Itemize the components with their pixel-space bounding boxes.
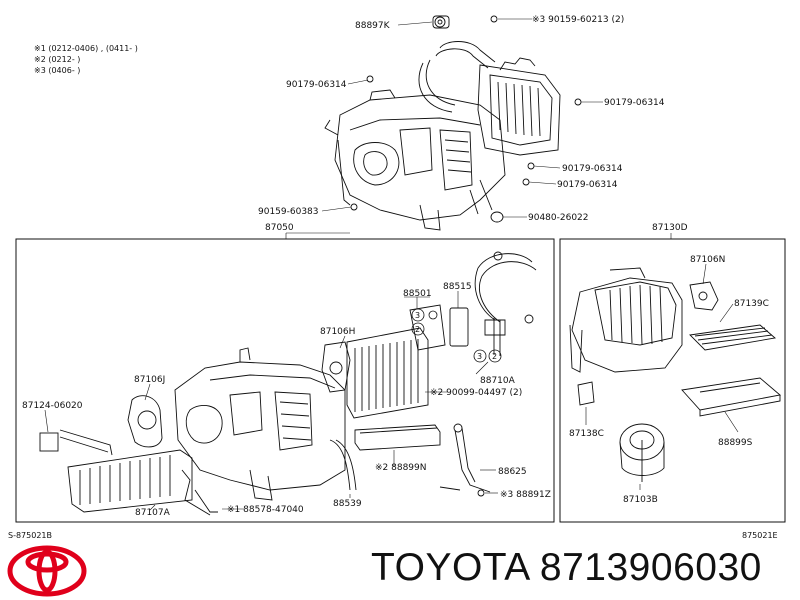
part-label-87139C: 87139C bbox=[734, 299, 769, 309]
top-hvac-assembly bbox=[324, 15, 582, 231]
brand-part-number: TOYOTA 8713906030 bbox=[371, 546, 762, 589]
box-87130D bbox=[559, 238, 786, 523]
part-label-90159-60383: 90159-60383 bbox=[258, 207, 319, 217]
part-label-90099-04497: ※2 90099-04497 (2) bbox=[430, 388, 522, 398]
part-label-87106N: 87106N bbox=[690, 255, 725, 265]
right-box-parts bbox=[569, 267, 782, 482]
part-label-88625: 88625 bbox=[498, 467, 527, 477]
part-label-90480-26022: 90480-26022 bbox=[528, 213, 589, 223]
drawing-code-left: S-875021B bbox=[8, 531, 52, 540]
legend-item-1: ※1 (0212-0406) , (0411- ) bbox=[34, 44, 138, 53]
part-label-88891Z: ※3 88891Z bbox=[500, 490, 551, 500]
part-label-88899S: 88899S bbox=[718, 438, 753, 448]
ref-num-3b: 3 bbox=[477, 352, 482, 361]
part-label-88710A: 88710A bbox=[480, 376, 516, 386]
part-label-87107A: 87107A bbox=[135, 508, 171, 518]
part-label-87130D: 87130D bbox=[652, 223, 688, 233]
drawing-code-right: 875021E bbox=[742, 531, 778, 540]
part-label-88515: 88515 bbox=[443, 282, 472, 292]
part-label-88897K: 88897K bbox=[355, 21, 391, 31]
legend-item-2: ※2 (0212- ) bbox=[34, 55, 80, 64]
part-label-90179-06314-a: 90179-06314 bbox=[286, 80, 347, 90]
legend-item-3: ※3 (0406- ) bbox=[34, 66, 80, 75]
left-leader-lines bbox=[44, 291, 498, 511]
part-label-88501: 88501 bbox=[403, 289, 432, 299]
ref-num-3: 3 bbox=[415, 311, 420, 320]
part-label-90179-06314-b: 90179-06314 bbox=[604, 98, 665, 108]
part-label-88578-47040: ※1 88578-47040 bbox=[227, 505, 304, 515]
ref-num-2b: 2 bbox=[492, 352, 497, 361]
ref-num-2: 2 bbox=[415, 325, 420, 334]
part-label-87103B: 87103B bbox=[623, 495, 658, 505]
part-label-90179-06314-c: 90179-06314 bbox=[562, 164, 623, 174]
part-label-87138C: 87138C bbox=[569, 429, 604, 439]
part-label-90159-60213: ※3 90159-60213 (2) bbox=[532, 15, 624, 25]
part-label-87050: 87050 bbox=[265, 223, 294, 233]
top-leader-lines bbox=[286, 18, 603, 234]
ref-circles bbox=[411, 308, 502, 363]
part-label-90179-06314-d: 90179-06314 bbox=[557, 180, 618, 190]
part-label-88539: 88539 bbox=[333, 499, 362, 509]
part-label-87124-06020: 87124-06020 bbox=[22, 401, 83, 411]
left-box-parts bbox=[39, 251, 537, 516]
box-87050 bbox=[15, 238, 555, 523]
part-label-87106H: 87106H bbox=[320, 327, 355, 337]
toyota-logo-icon bbox=[7, 545, 87, 597]
part-label-87106J: 87106J bbox=[134, 375, 165, 385]
right-leader-lines bbox=[585, 263, 739, 490]
part-label-88899N: ※2 88899N bbox=[375, 463, 427, 473]
